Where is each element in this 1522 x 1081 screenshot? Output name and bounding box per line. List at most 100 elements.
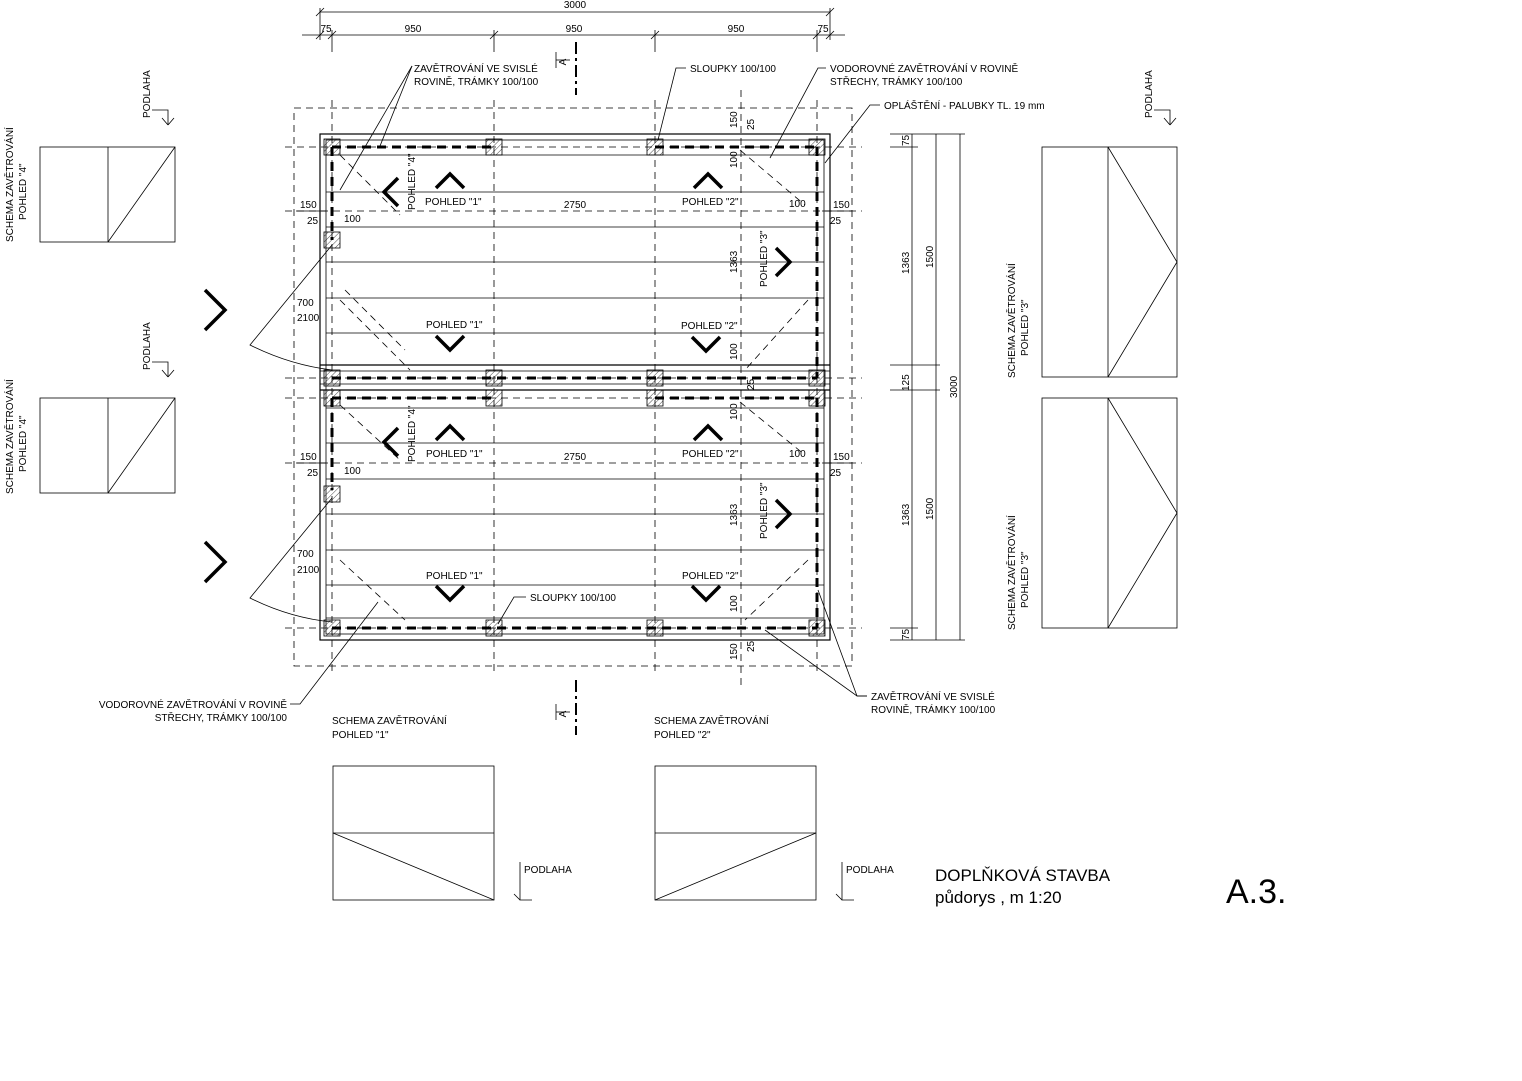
dim-100-right-lower: 100 xyxy=(789,449,806,460)
dim-top-75-left: 75 xyxy=(320,24,332,35)
dim-100-left-upper: 100 xyxy=(344,214,361,225)
view-arrow-2-bottom-down xyxy=(690,584,722,603)
dim-right-75-top: 75 xyxy=(901,134,912,146)
view-arrow-3-low-right xyxy=(774,498,793,530)
dim-total-top: 3000 xyxy=(564,0,587,11)
schema-2-heading: SCHEMA ZAVĚTROVÁNÍ xyxy=(654,714,769,727)
schema-2-view: POHLED "2" xyxy=(654,730,711,741)
dim-150-left-lower: 150 xyxy=(300,452,317,463)
view-label-1-a: POHLED "1" xyxy=(425,197,482,208)
main-plan xyxy=(249,90,862,690)
view-label-2-d: POHLED "2" xyxy=(682,571,739,582)
dim-150-right-lower: 150 xyxy=(833,452,850,463)
callout-bracing-horizontal-top-1: VODOROVNÉ ZAVĚTROVÁNÍ V ROVINĚ xyxy=(830,62,1019,75)
callout-posts-bottom: SLOUPKY 100/100 xyxy=(530,593,616,604)
dim-right-125: 125 xyxy=(901,374,912,391)
section-letter-top: A xyxy=(558,58,569,65)
dim-top-950-c: 950 xyxy=(728,24,745,35)
view-arrows xyxy=(203,171,793,603)
dim-vert-1363-a: 1363 xyxy=(729,250,740,273)
view-label-2-b: POHLED "2" xyxy=(681,321,738,332)
dim-right-1500-bottom: 1500 xyxy=(925,497,936,520)
view-arrow-2-top-up xyxy=(692,171,724,190)
view-label-2-c: POHLED "2" xyxy=(682,449,739,460)
section-marker-bottom: A xyxy=(555,680,577,735)
dim-vert-150-bottom: 150 xyxy=(729,643,740,660)
title-block: DOPLŇKOVÁ STAVBA půdorys , m 1:20 A.3. xyxy=(935,866,1286,911)
schema-view-4-upper: SCHEMA ZAVĚTROVÁNÍ POHLED "4" PODLAHA xyxy=(3,70,176,243)
schema-2-floor: PODLAHA xyxy=(846,865,894,876)
dim-right-1500-top: 1500 xyxy=(925,245,936,268)
schema-1-floor: PODLAHA xyxy=(524,865,572,876)
schema-view-2: SCHEMA ZAVĚTROVÁNÍ POHLED "2" PODLAHA xyxy=(654,714,894,901)
dim-top-75-right: 75 xyxy=(817,24,829,35)
dim-100-left-lower: 100 xyxy=(344,466,361,477)
dim-vert-1363-b: 1363 xyxy=(729,503,740,526)
callout-bracing-horizontal-bottom-1: VODOROVNÉ ZAVĚTROVÁNÍ V ROVINĚ xyxy=(99,698,288,711)
view-label-3-b: POHLED "3" xyxy=(759,482,770,539)
dim-100-right-upper: 100 xyxy=(789,199,806,210)
schema-3-lower-view: POHLED "3" xyxy=(1020,551,1031,608)
schema-view-3-upper: SCHEMA ZAVĚTROVÁNÍ POHLED "3" PODLAHA xyxy=(1005,70,1178,378)
dim-vert-25-mid: 25 xyxy=(746,378,757,390)
schema-4-lower-heading: SCHEMA ZAVĚTROVÁNÍ xyxy=(3,379,16,494)
dim-25-right-upper: 25 xyxy=(830,216,842,227)
callout-bracing-horizontal-top-2: STŘECHY, TRÁMKY 100/100 xyxy=(830,75,963,88)
drawing-title: DOPLŇKOVÁ STAVBA xyxy=(935,866,1111,885)
right-dimension-chain: 75 1363 125 1363 75 1500 1500 3000 xyxy=(890,133,965,641)
dim-top-950-a: 950 xyxy=(405,24,422,35)
schema-4-upper-floor: PODLAHA xyxy=(142,70,153,118)
dim-vert-100-a: 100 xyxy=(729,151,740,168)
drawing-subtitle: půdorys , m 1:20 xyxy=(935,888,1062,907)
entry-arrow-lower xyxy=(203,540,228,584)
dim-150-left-upper: 150 xyxy=(300,200,317,211)
view-arrow-4-top-left xyxy=(381,176,400,208)
dim-vert-25-top: 25 xyxy=(746,118,757,130)
callouts: ZAVĚTROVÁNÍ VE SVISLÉ ROVINĚ, TRÁMKY 100… xyxy=(99,62,1045,724)
schema-view-1: SCHEMA ZAVĚTROVÁNÍ POHLED "1" PODLAHA xyxy=(332,714,572,901)
callout-bracing-horizontal-bottom-2: STŘECHY, TRÁMKY 100/100 xyxy=(155,711,288,724)
view-label-1-c: POHLED "1" xyxy=(426,449,483,460)
dim-vert-150-top: 150 xyxy=(729,111,740,128)
schema-3-upper-floor: PODLAHA xyxy=(1144,70,1155,118)
dim-door-2100-upper: 2100 xyxy=(297,313,320,324)
schema-4-lower-floor: PODLAHA xyxy=(142,322,153,370)
callout-bracing-vertical-top-1: ZAVĚTROVÁNÍ VE SVISLÉ xyxy=(414,62,538,75)
dim-vert-25-bottom: 25 xyxy=(746,640,757,652)
schema-4-upper-heading: SCHEMA ZAVĚTROVÁNÍ xyxy=(3,127,16,242)
dim-span-upper: 2750 xyxy=(564,200,587,211)
view-label-1-d: POHLED "1" xyxy=(426,571,483,582)
dim-vert-100-c: 100 xyxy=(729,403,740,420)
dim-vert-100-d: 100 xyxy=(729,595,740,612)
callout-bracing-vertical-bottom-2: ROVINĚ, TRÁMKY 100/100 xyxy=(871,703,996,716)
dim-vert-100-b: 100 xyxy=(729,343,740,360)
entry-arrow-upper xyxy=(203,288,228,332)
view-arrow-1-low-up xyxy=(434,423,466,442)
sheet-code: A.3. xyxy=(1226,873,1286,911)
view-label-4-a: POHLED "4" xyxy=(407,153,418,210)
view-arrow-1-mid-down xyxy=(434,334,466,353)
schema-1-view: POHLED "1" xyxy=(332,730,389,741)
schema-4-lower-view: POHLED "4" xyxy=(18,415,29,472)
dim-door-2100-lower: 2100 xyxy=(297,565,320,576)
view-arrow-2-low-up xyxy=(692,423,724,442)
section-marker-top: A xyxy=(555,42,577,95)
view-arrow-1-bottom-down xyxy=(434,584,466,603)
callout-cladding: OPLÁŠTĚNÍ - PALUBKY TL. 19 mm xyxy=(884,99,1045,112)
dim-right-1363-top: 1363 xyxy=(901,251,912,274)
schema-1-heading: SCHEMA ZAVĚTROVÁNÍ xyxy=(332,714,447,727)
dim-top-950-b: 950 xyxy=(566,24,583,35)
view-arrow-3-top-right xyxy=(774,246,793,278)
dim-right-3000: 3000 xyxy=(949,375,960,398)
callout-posts-top: SLOUPKY 100/100 xyxy=(690,64,776,75)
view-arrow-2-mid-down xyxy=(690,335,722,354)
internal-dimensions: 2750 2750 150 25 100 100 150 25 150 25 1… xyxy=(296,111,852,660)
section-letter-bottom: A xyxy=(558,710,569,717)
view-arrow-1-top-up xyxy=(434,171,466,190)
callout-bracing-vertical-top-2: ROVINĚ, TRÁMKY 100/100 xyxy=(414,75,539,88)
view-labels: POHLED "1" POHLED "2" POHLED "4" POHLED … xyxy=(407,153,770,582)
top-dimension-chain: 3000 75 950 950 950 75 xyxy=(302,0,845,52)
view-label-1-b: POHLED "1" xyxy=(426,320,483,331)
dim-span-lower: 2750 xyxy=(564,452,587,463)
